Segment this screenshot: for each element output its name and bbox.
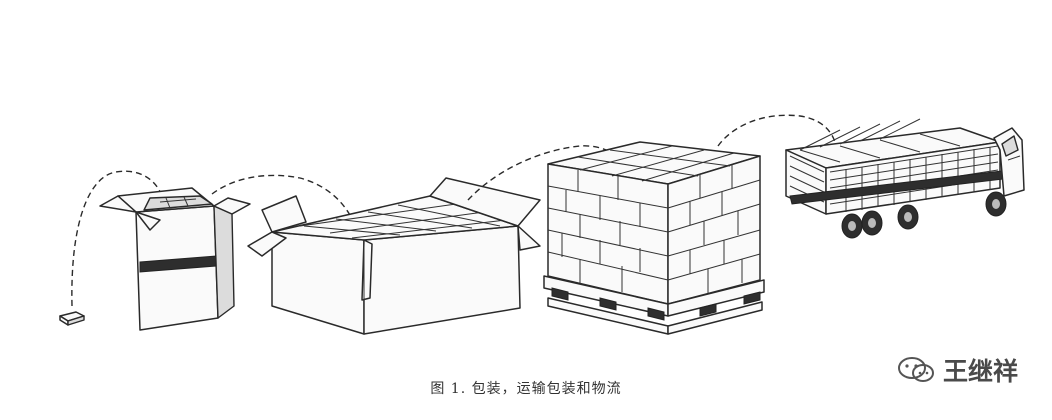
watermark: 王继祥 <box>897 352 1018 388</box>
flow-arc-3 <box>467 145 635 201</box>
flow-arc-1 <box>71 170 163 307</box>
palletized-load-drawing <box>543 141 765 335</box>
shipping-carton-drawing <box>247 177 541 335</box>
loaded-truck-drawing <box>785 118 1025 239</box>
flow-arc-2 <box>211 174 357 229</box>
watermark-text: 王继祥 <box>942 357 1018 386</box>
truck-wheels <box>841 191 1007 239</box>
figure-caption: 图 1. 包装，运输包装和物流 <box>430 381 622 397</box>
inner-box-drawing <box>99 187 251 331</box>
flow-arc-4 <box>717 114 838 163</box>
wechat-bubble-icon <box>897 357 934 382</box>
product-unit-drawing <box>59 311 85 326</box>
